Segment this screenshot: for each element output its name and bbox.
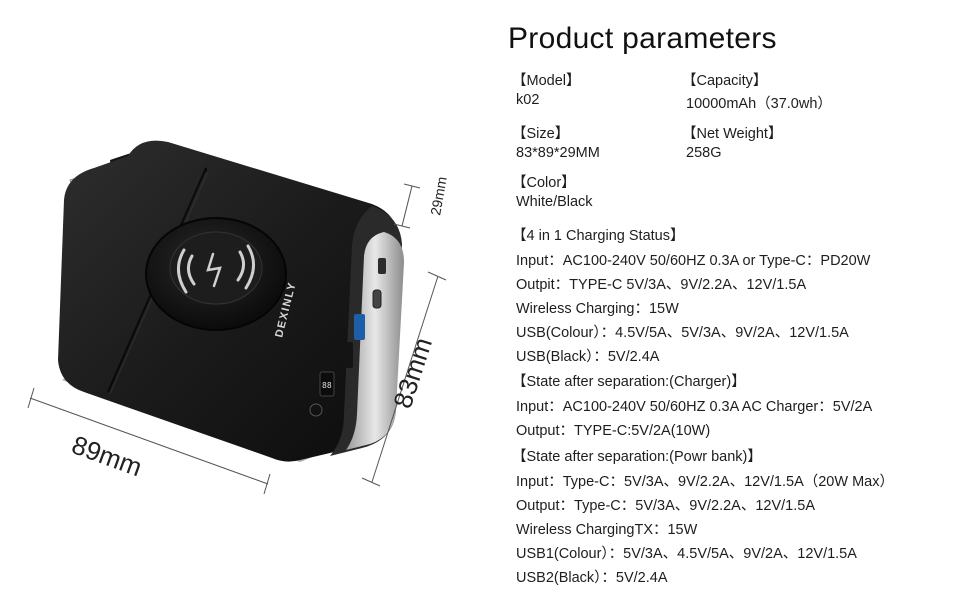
powerbank-line: Wireless ChargingTX：15W — [516, 522, 698, 538]
page-title: Product parameters — [508, 22, 777, 55]
capacity-value: 10000mAh（37.0wh） — [686, 96, 832, 112]
power-bank-image: 88 DEXINLY 8 — [27, 140, 450, 495]
charging-status-label: 【4 in 1 Charging Status】 — [512, 228, 685, 244]
model-value: k02 — [516, 92, 540, 108]
size-value: 83*89*29MM — [516, 145, 600, 161]
dimension-depth: 29mm — [427, 175, 450, 216]
usb-black-port — [342, 342, 353, 368]
weight-label: 【Net Weight】 — [682, 126, 783, 142]
wireless-charging-icon — [177, 244, 255, 294]
ports: 88 — [309, 258, 386, 417]
color-label: 【Color】 — [512, 175, 576, 191]
charger-line: Output：TYPE-C:5V/2A(10W) — [516, 423, 711, 439]
power-button-icon — [309, 403, 323, 417]
charging-status-line: Input：AC100-240V 50/60HZ 0.3A or Type-C：… — [516, 253, 871, 269]
dimension-width: 89mm — [68, 429, 146, 482]
charging-status-line: USB(Colour）：4.5V/5A、5V/3A、9V/2A、12V/1.5A — [516, 325, 849, 341]
charging-status-line: Wireless Charging：15W — [516, 301, 679, 317]
powerbank-line: USB2(Black）：5V/2.4A — [516, 570, 668, 586]
size-label: 【Size】 — [512, 126, 570, 142]
display-icon — [319, 371, 335, 397]
usb-colour-port — [354, 314, 365, 340]
svg-text:88: 88 — [322, 381, 332, 390]
charging-status-line: Outpit：TYPE-C 5V/3A、9V/2.2A、12V/1.5A — [516, 277, 807, 293]
powerbank-line: USB1(Colour）：5V/3A、4.5V/5A、9V/2A、12V/1.5… — [516, 546, 857, 562]
charger-label: 【State after separation:(Charger)】 — [512, 374, 746, 390]
powerbank-label: 【State after separation:(Powr bank)】 — [512, 449, 762, 465]
capacity-label: 【Capacity】 — [682, 73, 768, 89]
weight-value: 258G — [686, 145, 722, 161]
side-panel — [346, 232, 404, 450]
dimension-lines — [27, 183, 447, 495]
color-value: White/Black — [516, 194, 593, 210]
powerbank-line: Input：Type-C：5V/3A、9V/2.2A、12V/1.5A（20W … — [516, 474, 894, 490]
powerbank-line: Output：Type-C：5V/3A、9V/2.2A、12V/1.5A — [516, 498, 816, 514]
product-illustration: 88 DEXINLY 8 — [27, 140, 450, 495]
charger-line: Input：AC100-240V 50/60HZ 0.3A AC Charger… — [516, 399, 873, 415]
model-label: 【Model】 — [512, 73, 581, 89]
charging-status-line: USB(Black）：5V/2.4A — [516, 349, 660, 365]
